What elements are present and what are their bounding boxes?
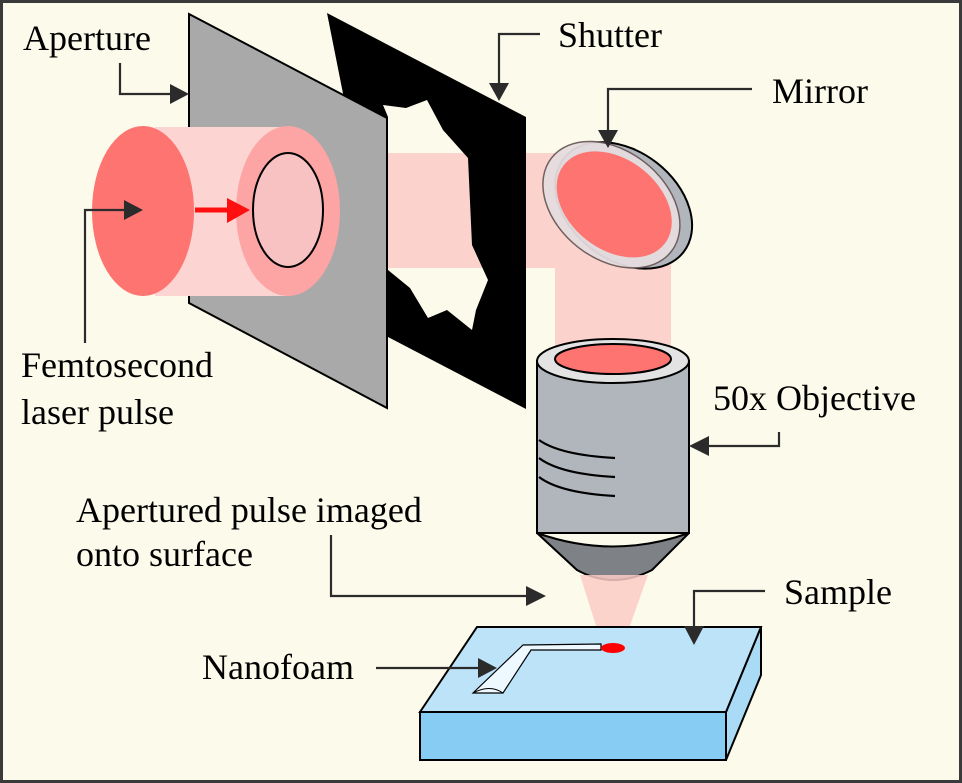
shutter-leader-line (497, 32, 540, 84)
label-nanofoam: Nanofoam (202, 647, 354, 687)
sample-leader-line (692, 589, 765, 628)
apertured-arrow-icon (526, 586, 546, 606)
label-aperture: Aperture (23, 18, 151, 58)
aperture-leader-line (118, 63, 172, 96)
label-femtosecond-2: laser pulse (21, 392, 174, 432)
nanofoam-arrow-icon (478, 658, 497, 678)
label-shutter: Shutter (558, 15, 662, 55)
femtosecond-leader-line (83, 208, 127, 343)
sample-block (418, 626, 763, 761)
label-femtosecond-1: Femtosecond (21, 345, 213, 385)
focus-spot (601, 643, 625, 653)
aperture-arrow-icon (170, 84, 189, 104)
propagation-arrow-icon (227, 198, 250, 223)
sample-arrow-icon (684, 626, 704, 645)
objective-arrow-icon (689, 436, 709, 456)
shutter-arrow-icon (489, 83, 509, 101)
objective-leader-line (707, 432, 781, 448)
nanofoam-structure (471, 643, 602, 694)
label-sample: Sample (784, 572, 892, 612)
mirror-arrow-icon (598, 130, 618, 148)
label-apertured-1: Apertured pulse imaged (76, 490, 422, 530)
femtosecond-arrow-icon (124, 200, 143, 220)
apertured-leader-line (329, 535, 528, 598)
label-objective: 50x Objective (713, 378, 916, 418)
mirror (542, 140, 694, 270)
laser-pulse-front-face (92, 126, 194, 296)
label-mirror: Mirror (772, 71, 868, 111)
aperture-opening (252, 152, 324, 268)
objective-lens (536, 338, 690, 581)
label-apertured-2: onto surface (76, 534, 253, 574)
mirror-leader-line (606, 87, 752, 132)
focused-beam-cone (580, 575, 648, 648)
